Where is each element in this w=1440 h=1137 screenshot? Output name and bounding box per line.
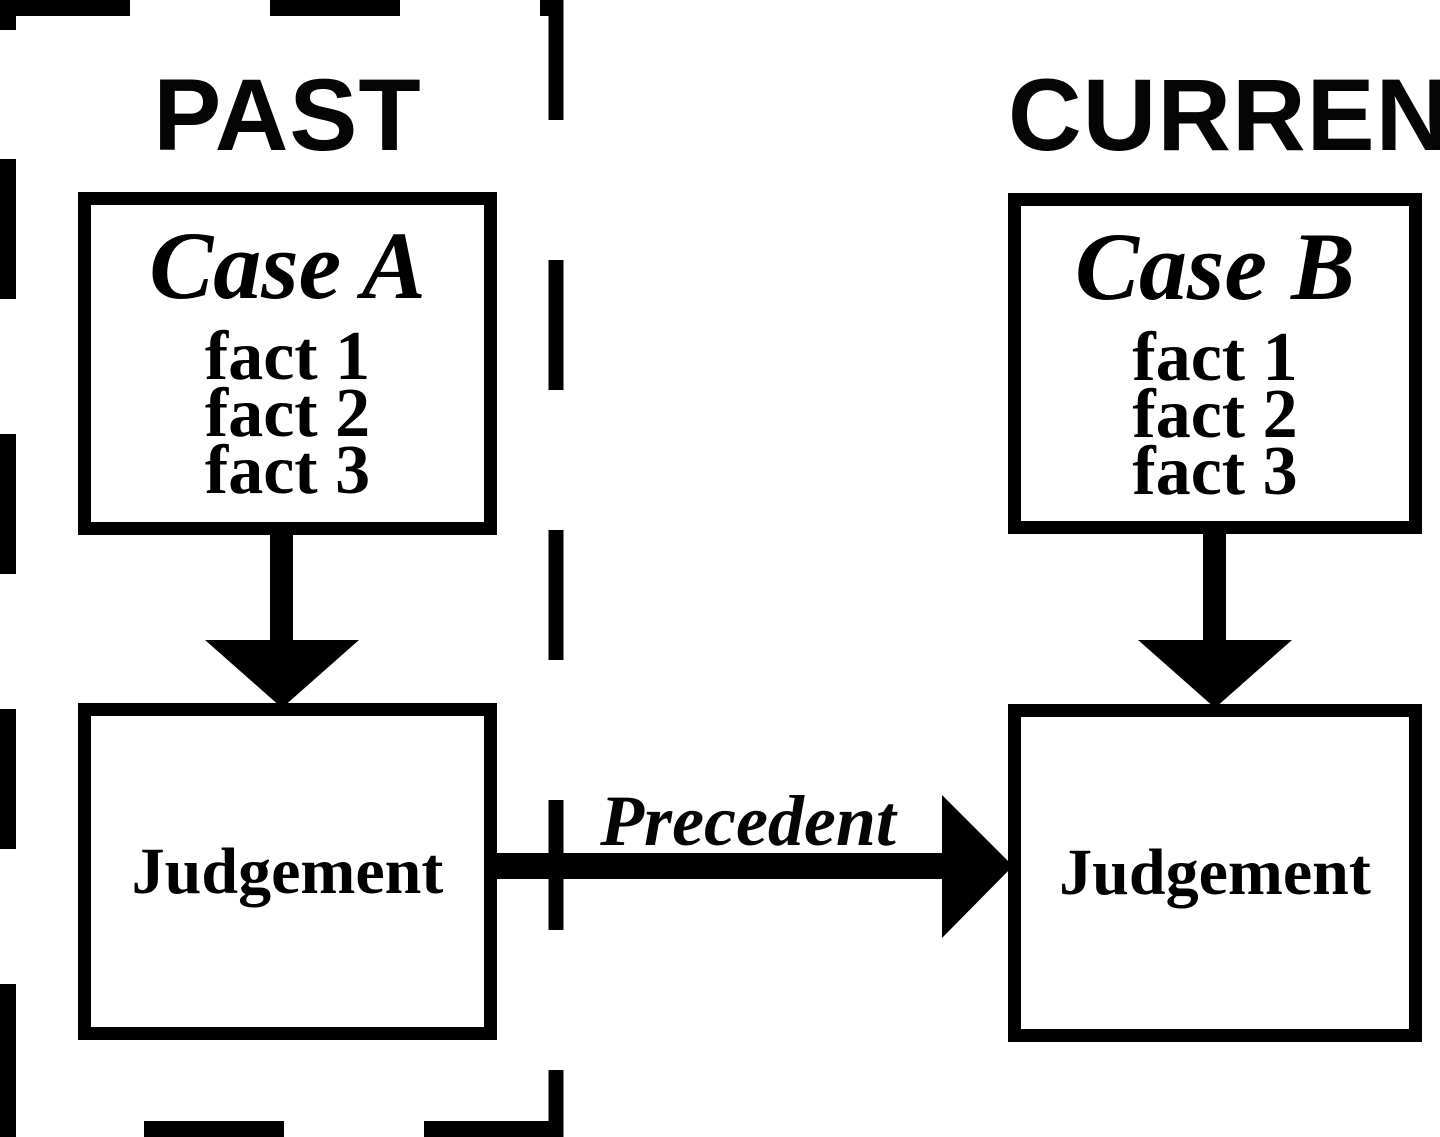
case-b-facts: fact 1 fact 2 fact 3	[1021, 319, 1409, 510]
fact-line: fact 2	[204, 375, 371, 452]
case-a-facts: fact 1 fact 2 fact 3	[91, 318, 484, 509]
judgement-a-label: Judgement	[131, 834, 444, 908]
arrow-stem	[1203, 527, 1226, 643]
judgement-b-label: Judgement	[1059, 836, 1371, 909]
arrow-stem	[497, 853, 947, 879]
case-a-box: Case A fact 1 fact 2 fact 3	[78, 192, 497, 535]
arrow-head-icon	[942, 795, 1013, 938]
past-section-title: PAST	[153, 58, 422, 172]
fact-line: fact 1	[1132, 319, 1298, 396]
case-a-to-judgement-arrow	[205, 527, 359, 708]
case-b-to-judgement-arrow	[1138, 527, 1292, 708]
case-b-title: Case B	[1074, 213, 1356, 320]
fact-line: fact 3	[1132, 433, 1298, 510]
judgement-a-box: Judgement	[78, 703, 497, 1040]
past-dashed-border	[0, 0, 564, 1137]
fact-line: fact 3	[204, 432, 371, 509]
precedent-arrow	[497, 795, 1013, 938]
judgement-b-box: Judgement	[1008, 704, 1422, 1042]
case-b-box: Case B fact 1 fact 2 fact 3	[1008, 193, 1422, 534]
case-a-title: Case A	[149, 212, 426, 319]
arrow-stem	[270, 527, 293, 643]
arrow-head-icon	[1138, 640, 1292, 708]
precedent-arrow-label: Precedent	[600, 781, 896, 861]
fact-line: fact 2	[1132, 376, 1298, 453]
current-section-title: CURRENT	[1008, 58, 1440, 172]
arrow-head-icon	[205, 640, 359, 708]
fact-line: fact 1	[204, 318, 371, 395]
